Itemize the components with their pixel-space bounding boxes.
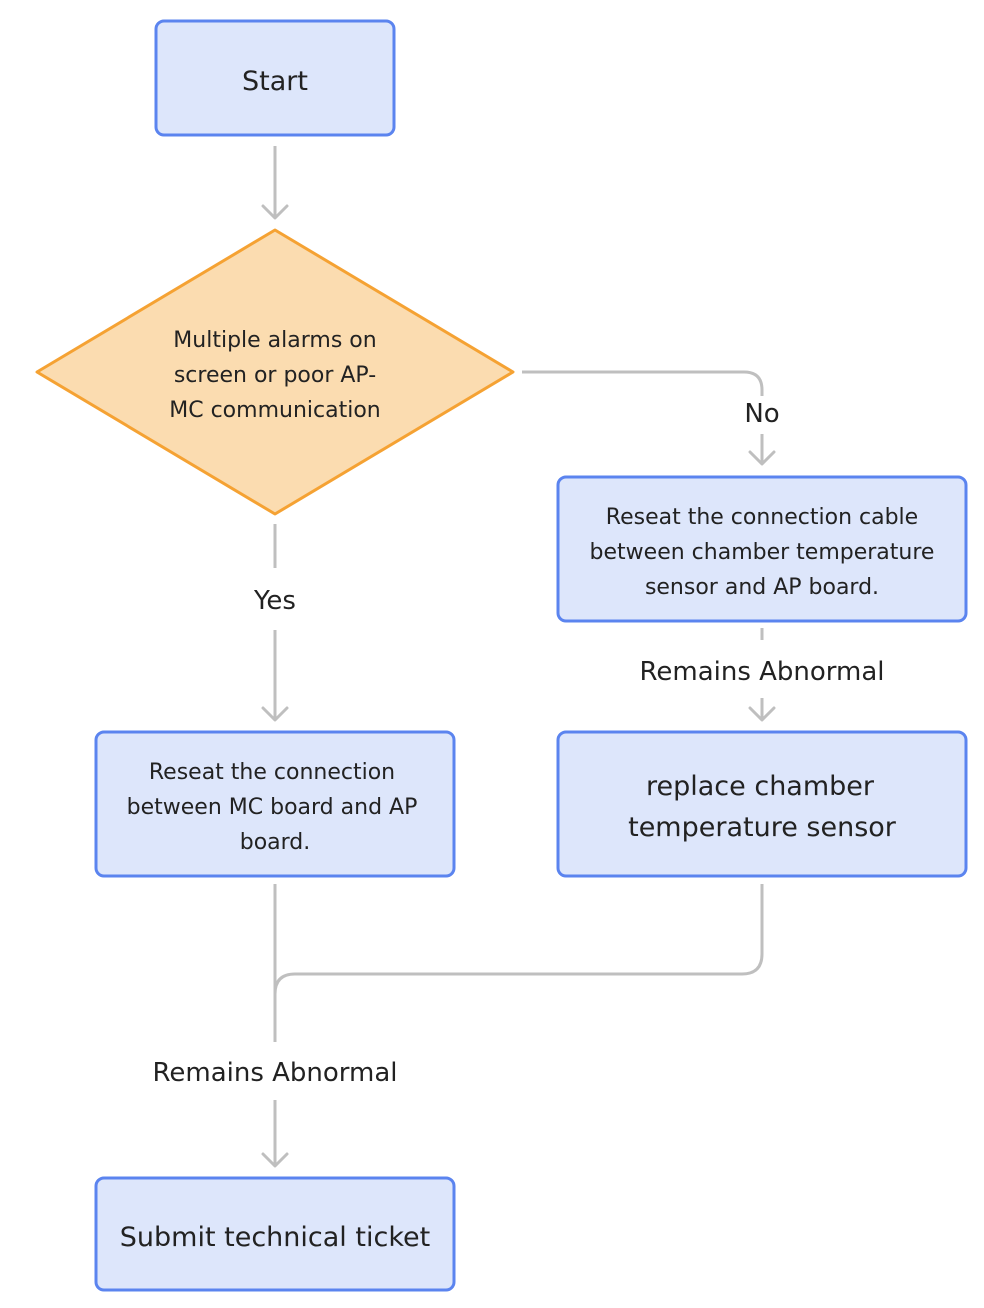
- edge-label-remains-abnormal-right: Remains Abnormal: [639, 657, 884, 687]
- reseat-mc-ap-line-2: between MC board and AP: [127, 795, 418, 820]
- connectors: [261, 146, 776, 1168]
- reseat-cable-node: Reseat the connection cable between cham…: [556, 475, 968, 623]
- decision-line-2: screen or poor AP-: [174, 363, 376, 388]
- replace-sensor-line-2: temperature sensor: [628, 812, 897, 843]
- arrowhead-reseat-mc-ap: [261, 706, 289, 722]
- reseat-cable-line-2: between chamber temperature: [590, 540, 935, 565]
- edge-label-remains-abnormal-bottom: Remains Abnormal: [152, 1058, 397, 1088]
- replace-sensor-line-1: replace chamber: [646, 771, 875, 802]
- decision-node: Multiple alarms on screen or poor AP- MC…: [35, 228, 515, 516]
- reseat-mc-ap-line-1: Reseat the connection: [149, 760, 395, 785]
- submit-ticket-node: Submit technical ticket: [94, 1176, 456, 1292]
- reseat-mc-ap-node: Reseat the connection between MC board a…: [94, 730, 456, 878]
- replace-sensor-node: replace chamber temperature sensor: [556, 730, 968, 878]
- start-node: Start: [154, 19, 396, 137]
- arrowhead-replace-sensor: [748, 706, 776, 722]
- decision-line-1: Multiple alarms on: [173, 328, 376, 353]
- start-label: Start: [242, 66, 308, 97]
- reseat-cable-line-1: Reseat the connection cable: [606, 505, 918, 530]
- submit-ticket-label: Submit technical ticket: [120, 1222, 430, 1253]
- arrowhead-reseat-cable: [748, 450, 776, 466]
- arrowhead-submit: [261, 1152, 289, 1168]
- arrowhead-decision: [261, 204, 289, 220]
- edge-decision-to-no: [522, 370, 764, 396]
- edge-label-no: No: [744, 399, 779, 429]
- reseat-cable-line-3: sensor and AP board.: [645, 575, 879, 600]
- edge-replace-sensor-to-merge: [273, 884, 764, 995]
- edge-label-yes: Yes: [253, 586, 296, 616]
- decision-line-3: MC communication: [169, 398, 380, 423]
- reseat-mc-ap-line-3: board.: [240, 830, 311, 855]
